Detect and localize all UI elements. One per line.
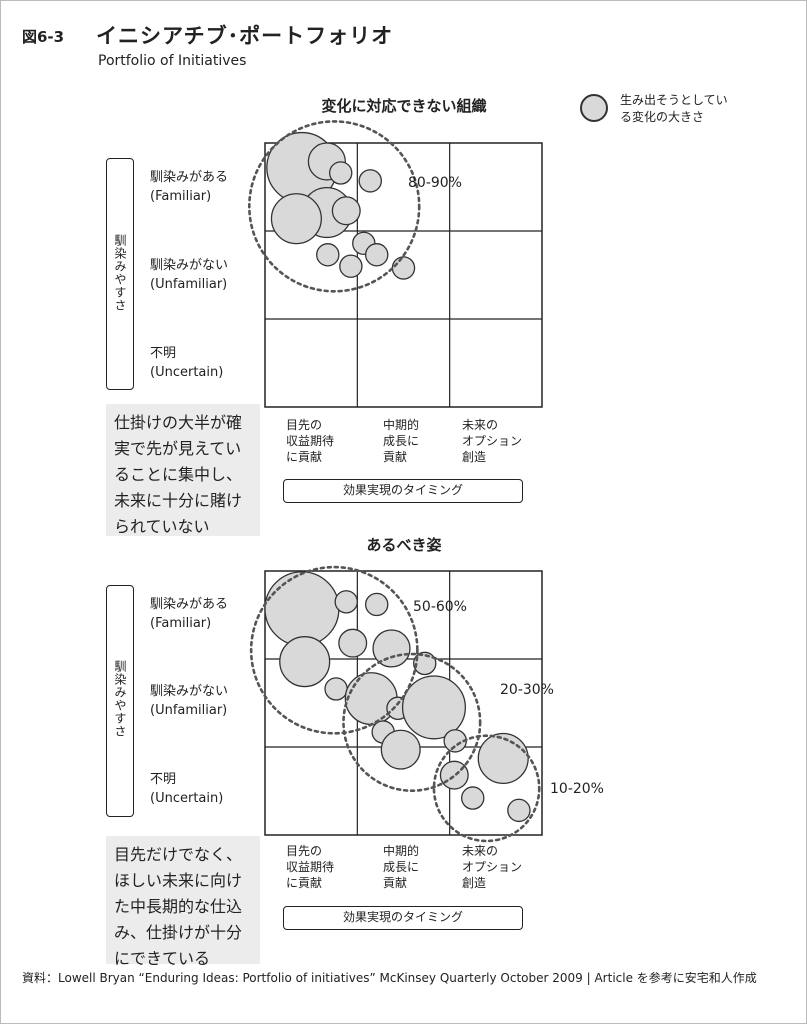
chart-1-bubble-8 xyxy=(316,243,340,267)
chart-2-row-label-uncertain: 不明 (Uncertain) xyxy=(150,772,224,806)
chart-2-frame xyxy=(264,570,543,836)
chart-1-y-axis-title: 馴染みやすさ xyxy=(113,234,127,312)
chart-2-cluster-label-1: 20-30% xyxy=(500,682,554,698)
chart-2-bubble-16 xyxy=(461,786,485,810)
chart-2-col-label-near: 目先の 収益期待 に貢献 xyxy=(286,844,335,890)
chart-2-cluster-label-2: 10-20% xyxy=(550,781,604,797)
chart-1-bubble-2 xyxy=(328,161,353,185)
chart-1-col-label-near: 目先の 収益期待 に貢献 xyxy=(286,418,335,464)
chart-2-bubble-15 xyxy=(439,760,469,790)
chart-2-bubble-1 xyxy=(334,590,358,614)
chart-2-title: あるべき姿 xyxy=(366,536,442,554)
chart-2-cluster-1 xyxy=(342,652,482,792)
legend-text: 生み出そうとしている変化の大きさ xyxy=(620,93,728,124)
chart-2-bubble-10 xyxy=(401,675,467,740)
figure-title: イニシアチブ･ポートフォリオ xyxy=(96,24,394,48)
chart-2-col-label-mid: 中期的 成長に 貢献 xyxy=(383,844,420,890)
chart-1-title: 変化に対応できない組織 xyxy=(321,97,487,115)
chart-2-bubble-17 xyxy=(507,798,531,823)
source-note: 資料：Lowell Bryan “Enduring Ideas: Portfol… xyxy=(22,971,757,985)
chart-1-note: 仕掛けの大半が確 実で先が見えてい ることに集中し、 未来に十分に賭け られてい… xyxy=(106,404,260,536)
chart-1-bubble-6 xyxy=(270,193,322,245)
chart-2-bubble-3 xyxy=(338,628,368,658)
chart-1-bubble-3 xyxy=(358,169,382,193)
chart-2-bubble-14 xyxy=(477,732,529,785)
chart-2-bubble-7 xyxy=(324,677,348,701)
legend-bubble-icon xyxy=(580,94,608,122)
chart-1-bubble-9 xyxy=(364,243,389,267)
chart-1-col-label-mid: 中期的 成長に 貢献 xyxy=(383,418,420,464)
chart-1-row-label-familiar: 馴染みがある (Familiar) xyxy=(150,170,229,204)
chart-2-bubble-12 xyxy=(380,729,421,770)
chart-2-row-label-familiar: 馴染みがある (Familiar) xyxy=(150,597,229,631)
chart-1-frame xyxy=(264,142,543,408)
chart-2-bubble-2 xyxy=(364,592,389,617)
chart-2-y-axis-box xyxy=(106,585,134,817)
chart-2-bubble-8 xyxy=(344,672,398,726)
figure-subtitle: Portfolio of Initiatives xyxy=(98,53,247,69)
chart-1-bubble-11 xyxy=(391,256,416,280)
chart-1-x-axis-title: 効果実現のタイミング xyxy=(283,479,523,503)
chart-2-row-label-unfamiliar: 馴染みがない (Unfamiliar) xyxy=(150,684,229,718)
chart-1-row-label-uncertain: 不明 (Uncertain) xyxy=(150,346,224,380)
chart-2-x-axis-title: 効果実現のタイミング xyxy=(283,906,523,930)
chart-2-bubble-6 xyxy=(279,636,331,688)
chart-1-cluster-label-0: 80-90% xyxy=(408,175,462,191)
chart-2-bubble-5 xyxy=(413,651,437,676)
chart-2-cluster-2 xyxy=(432,734,541,843)
chart-1-y-axis-box xyxy=(106,158,134,390)
chart-1-bubble-10 xyxy=(339,254,363,278)
chart-2-note: 目先だけでなく、 ほしい未来に向け た中長期的な仕込 み、仕掛けが十分 にできて… xyxy=(106,836,260,968)
chart-1-col-label-future: 未来の オプション 創造 xyxy=(462,418,523,464)
chart-2-cluster-label-0: 50-60% xyxy=(413,599,467,615)
chart-2-y-axis-title: 馴染みやすさ xyxy=(113,660,127,738)
chart-2-bubble-4 xyxy=(372,629,411,668)
chart-2-cluster-0 xyxy=(249,565,419,735)
chart-1-cluster-0 xyxy=(248,120,421,293)
figure-number: 図6-3 xyxy=(22,28,65,46)
chart-2-bubble-0 xyxy=(264,571,340,647)
chart-2-col-label-future: 未来の オプション 創造 xyxy=(462,844,523,890)
chart-1-row-label-unfamiliar: 馴染みがない (Unfamiliar) xyxy=(150,258,229,292)
chart-1-bubble-5 xyxy=(331,196,361,226)
